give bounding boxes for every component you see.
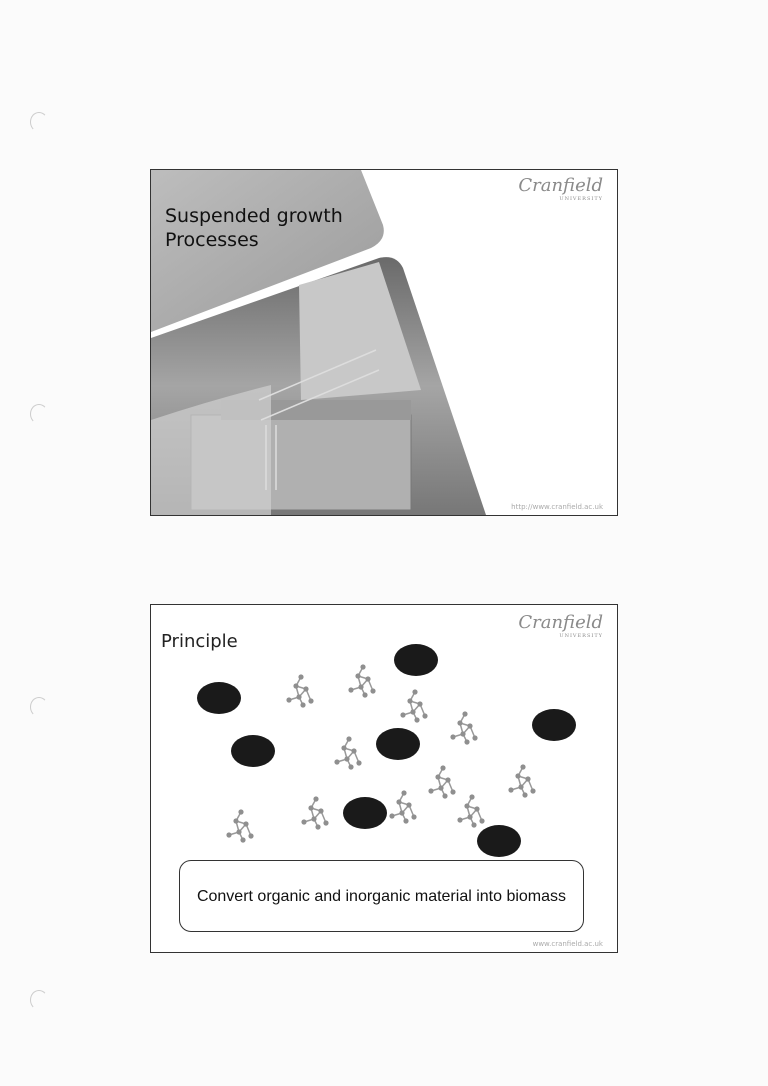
microorganism-blob [532,709,576,741]
punch-hole [30,404,48,424]
molecule-icon [301,796,329,830]
punch-hole [30,112,48,132]
slide-url: http://www.cranfield.ac.uk [511,503,603,511]
microorganism-blob [394,644,438,676]
molecule-icon [508,764,536,798]
molecule-icon [389,790,417,824]
microorganism-blob [231,735,275,767]
molecule-icon [348,664,376,698]
logo-text: Cranfield [518,612,603,633]
slide-url: www.cranfield.ac.uk [532,940,603,948]
principle-message-box: Convert organic and inorganic material i… [179,860,584,932]
microorganism-blob [197,682,241,714]
logo-text: Cranfield [518,175,603,196]
biomass-diagram [197,644,576,857]
molecule-icon [400,689,428,723]
microorganism-blob [376,728,420,760]
logo-subtext: UNIVERSITY [559,633,603,639]
molecule-icon [450,711,478,745]
molecule-icon [286,674,314,708]
principle-message: Convert organic and inorganic material i… [196,887,567,905]
slide-title: Principle [161,631,238,652]
molecule-icon [457,794,485,828]
molecule-icon [428,765,456,799]
slide-title-line: Suspended growth [165,205,343,227]
molecule-icon [226,809,254,843]
molecule-icon [334,736,362,770]
slide-title-line: Processes [165,229,259,251]
punch-hole [30,990,48,1010]
microorganism-blob [477,825,521,857]
microorganism-blob [343,797,387,829]
logo-subtext: UNIVERSITY [559,196,603,202]
slide-title: Suspended growth Processes [165,204,343,252]
punch-hole [30,697,48,717]
treatment-plant-photo [151,170,486,515]
